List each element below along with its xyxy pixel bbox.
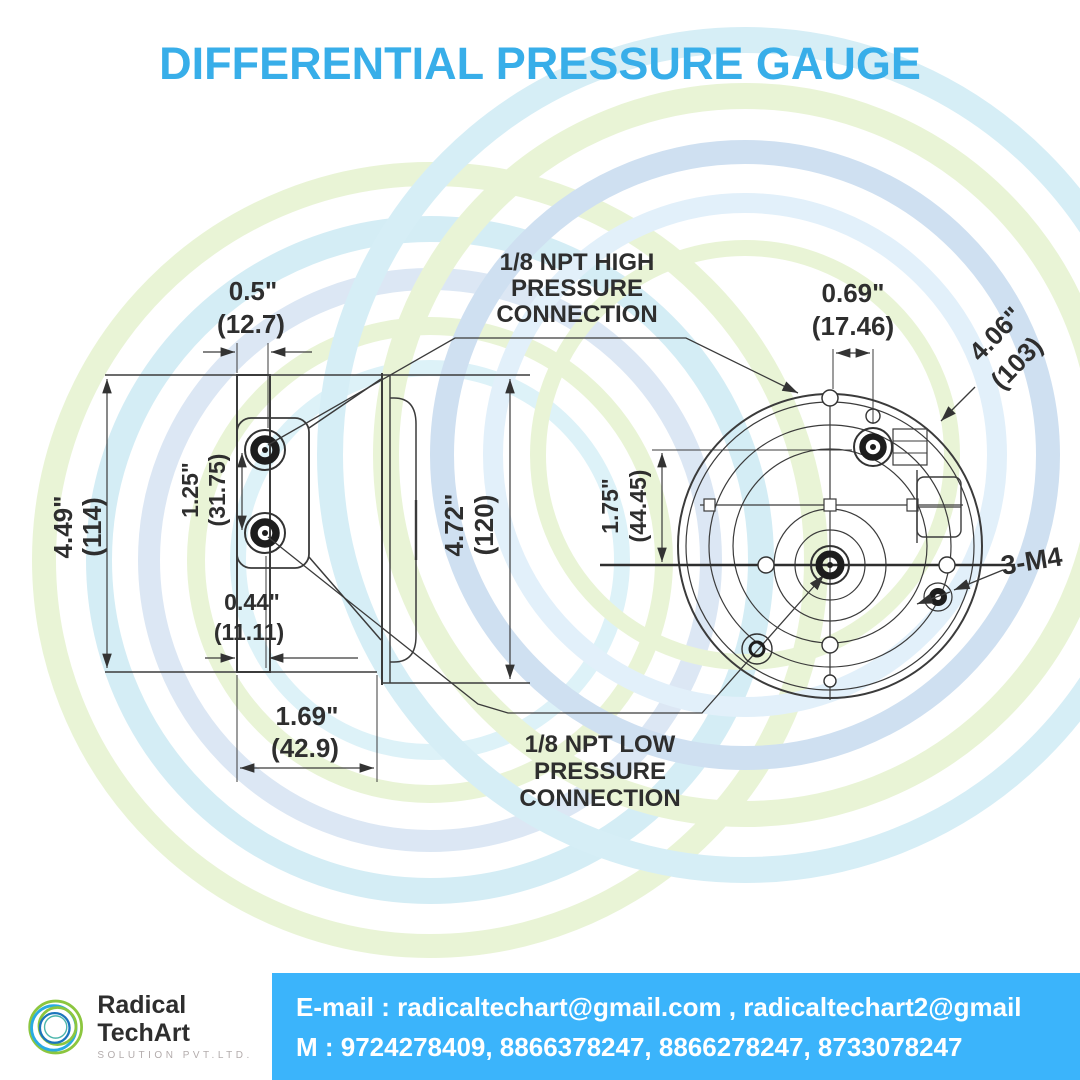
brand-logo-icon [28, 999, 83, 1054]
dim-body-height-mm: (120) [469, 495, 499, 556]
dim-center-offset-mm: (44.45) [625, 470, 651, 543]
back-view-ports-holes [741, 389, 956, 688]
dim-center-offset-in: 1.75" [597, 478, 623, 534]
leader-lines [267, 337, 825, 714]
dim-hole-offset-in: 0.69" [822, 278, 885, 308]
dim-plate-offset-mm: (12.7) [217, 309, 285, 339]
low-connection-label-line3: CONNECTION [519, 785, 680, 812]
high-connection-label-line1: 1/8 NPT HIGH [500, 249, 655, 276]
dim-port-spacing-in: 1.25" [177, 462, 203, 518]
footer: Radical TechArt SOLUTION PVT.LTD. E-mail… [0, 973, 1080, 1080]
dimension-lines-side [102, 343, 518, 782]
brand-text: Radical TechArt SOLUTION PVT.LTD. [97, 991, 272, 1061]
high-connection-label-line2: PRESSURE [511, 275, 643, 302]
brand-subtitle: SOLUTION PVT.LTD. [97, 1050, 253, 1061]
email-line: E-mail : radicaltechart@gmail.com , radi… [296, 991, 1022, 1022]
low-connection-label-line2: PRESSURE [534, 758, 666, 785]
contact-bar: E-mail : radicaltechart@gmail.com , radi… [272, 973, 1080, 1080]
low-connection-label-line1: 1/8 NPT LOW [525, 731, 676, 758]
page-title: DIFFERENTIAL PRESSURE GAUGE [159, 38, 921, 89]
dim-port-offset-in: 0.44" [224, 589, 280, 615]
brand-block: Radical TechArt SOLUTION PVT.LTD. [0, 973, 272, 1080]
dimension-lines-back [652, 348, 1004, 605]
side-view-ports [244, 429, 286, 554]
brand-name: Radical TechArt [97, 991, 190, 1047]
dim-port-offset-mm: (11.11) [214, 619, 284, 645]
high-connection-label-line3: CONNECTION [496, 301, 657, 328]
dim-hole-offset-mm: (17.46) [812, 311, 894, 341]
dim-depth-in: 1.69" [276, 701, 339, 731]
thread-note-label: 3-M4 [999, 541, 1064, 580]
dim-body-height-in: 4.72" [439, 494, 469, 557]
dim-overall-height-in: 4.49" [48, 496, 78, 559]
phone-line: M : 9724278409, 8866378247, 8866278247, … [296, 1031, 963, 1062]
dim-port-spacing-mm: (31.75) [204, 454, 230, 527]
dim-overall-height-mm: (114) [77, 497, 107, 556]
dim-depth-mm: (42.9) [271, 733, 339, 763]
dim-plate-offset-in: 0.5" [229, 276, 277, 306]
